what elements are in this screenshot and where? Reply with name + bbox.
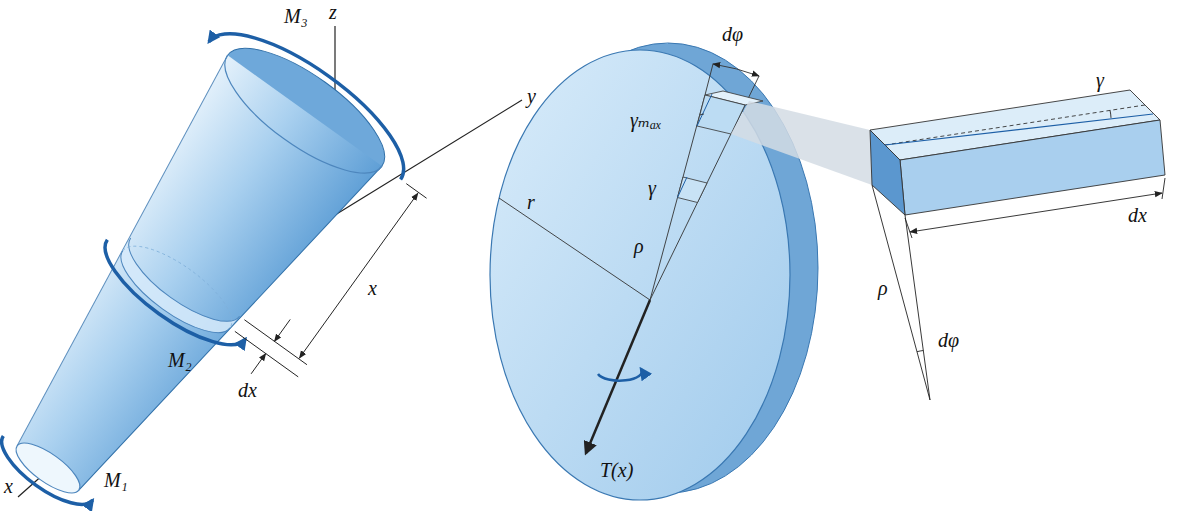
original-line [885, 105, 1145, 145]
sheared-line [697, 94, 712, 126]
large-end-rim [207, 55, 382, 194]
symbol-label: γ [648, 178, 656, 198]
symbol-label: T(x) [600, 460, 633, 480]
radial-lines [499, 64, 759, 300]
extension-line [1162, 178, 1165, 199]
symbol-label: y [527, 86, 536, 106]
dimension-lines [220, 153, 426, 397]
projection-band [731, 101, 872, 185]
disc-element [108, 238, 240, 348]
extension-line [235, 331, 298, 377]
angle-arc [917, 351, 923, 352]
symbol-label: ρ [878, 278, 888, 298]
symbol-label: γ [1096, 70, 1104, 90]
dimension-lines [905, 178, 1165, 238]
symbol-label: x [368, 278, 377, 298]
shaft-body [0, 55, 382, 511]
symbol-label: M₁ [104, 470, 128, 490]
angle-dimension [713, 64, 759, 76]
extension-line [905, 218, 912, 238]
moment-arrow [90, 240, 246, 364]
sheared-line [678, 177, 688, 198]
radius-line [499, 198, 650, 300]
symbol-label: dx [1128, 205, 1147, 225]
inner-element [678, 177, 708, 203]
symbol-label: γₘₐₓ [630, 110, 662, 130]
symbol-label: r [527, 192, 535, 212]
symbol-label: ρ [634, 236, 644, 256]
symbol-label: dφ [722, 24, 743, 44]
shaft-edge [79, 133, 382, 511]
extension-line [705, 64, 713, 95]
element-side-face [900, 120, 1165, 215]
angle-arc [700, 114, 704, 115]
symbol-label: x [4, 476, 13, 496]
shaft-edge [0, 55, 274, 446]
wedge-line [905, 215, 930, 400]
symbol-label: dx [238, 380, 257, 400]
slice-line [116, 238, 239, 336]
symbol-label: dφ [938, 330, 959, 350]
dimension-line [299, 193, 417, 358]
moment-arrow [0, 436, 93, 511]
angle-arc [1110, 110, 1111, 118]
symbol-label: M₂ [168, 350, 192, 370]
extension-line [244, 320, 307, 365]
enlarged-element [870, 90, 1165, 400]
torque-curl [598, 369, 642, 381]
extension-line [406, 184, 426, 199]
moment-arrow [209, 8, 425, 180]
torque-vector [586, 300, 650, 453]
dimension-line [274, 319, 290, 341]
wedge-lines [872, 185, 930, 400]
slice-line [109, 251, 230, 348]
slice-hidden-line [123, 231, 244, 328]
sheared-line [885, 114, 1153, 145]
tapered-shaft [0, 8, 451, 511]
wedge-line [872, 185, 930, 400]
symbol-label: M₃ [284, 6, 308, 26]
symbol-label: z [329, 2, 337, 22]
dimension-line [251, 354, 266, 374]
dimension-line [910, 193, 1162, 232]
